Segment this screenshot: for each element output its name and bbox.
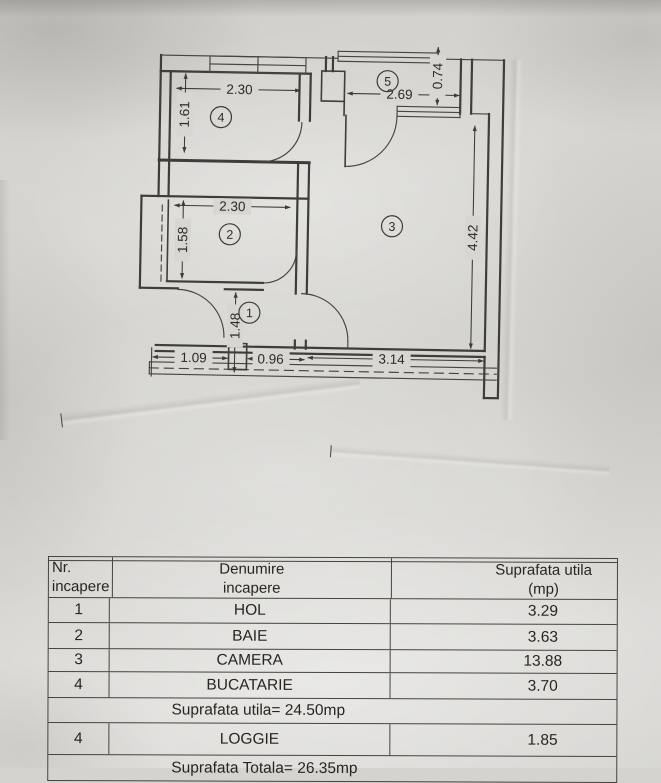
cell-nr: 4 bbox=[49, 672, 109, 697]
total-label: Suprafata Totala= 26.35mp bbox=[171, 759, 357, 778]
dim-hall-seg1: 1.09 bbox=[180, 350, 207, 365]
cell-area: 3.29 bbox=[390, 599, 617, 624]
table-row: 4 BUCATARIE 3.70 bbox=[49, 671, 617, 699]
door-leaf-loggia bbox=[345, 115, 346, 166]
dim-kitchen-depth: 1.61 bbox=[177, 101, 192, 128]
cell-name: CAMERA bbox=[108, 649, 389, 672]
window-kitchen bbox=[210, 56, 306, 74]
door-arc-camera bbox=[301, 294, 349, 342]
subtotal-row: Suprafata utila= 24.50mp bbox=[48, 697, 616, 724]
dim-bath-depth: 1.58 bbox=[175, 227, 190, 254]
dim-camera-width: 3.14 bbox=[378, 352, 405, 367]
table-row-loggie: 4 LOGGIE 1.85 bbox=[48, 722, 616, 756]
door-arc-bath bbox=[263, 250, 297, 284]
cell-area: 13.88 bbox=[390, 650, 617, 673]
cell-name: HOL bbox=[109, 598, 391, 623]
door-arcs bbox=[177, 112, 397, 349]
door-arc-loggia bbox=[345, 115, 397, 167]
cell-area: 1.85 bbox=[390, 724, 617, 756]
dim-camera-depth: 4.42 bbox=[465, 224, 480, 251]
cell-nr: 4 bbox=[48, 723, 108, 754]
dim-bath-width: 2.30 bbox=[219, 199, 246, 214]
cell-area: 3.63 bbox=[390, 624, 617, 650]
table-header-row: Nr. incapere Denumire incapere Suprafata… bbox=[49, 557, 617, 599]
room-label-loggie: 5 bbox=[384, 75, 391, 89]
cell-nr: 2 bbox=[49, 623, 109, 648]
table-row: 1 HOL 3.29 bbox=[49, 597, 617, 624]
dim-kitchen-width: 2.30 bbox=[226, 82, 253, 97]
shaft-dashed-line bbox=[161, 205, 162, 284]
cell-nr: 1 bbox=[49, 598, 109, 622]
room-label-bucatarie: 4 bbox=[217, 111, 224, 125]
table-row: 2 BAIE 3.63 bbox=[49, 622, 617, 650]
window-loggia-camera bbox=[397, 106, 460, 117]
dim-loggia-width: 2.69 bbox=[386, 87, 413, 102]
cell-name: BUCATARIE bbox=[108, 672, 390, 698]
door-arc-kitchen bbox=[261, 122, 302, 163]
room-label-hol: 1 bbox=[246, 306, 253, 320]
dim-hall-seg2: 0.96 bbox=[257, 351, 284, 366]
dim-hall-depth: 1.48 bbox=[227, 313, 242, 340]
header-nr-incapere: Nr. incapere bbox=[49, 557, 112, 597]
area-table: Nr. incapere Denumire incapere Suprafata… bbox=[47, 556, 618, 783]
header-suprafata-utila: Suprafata utila (mp) bbox=[391, 558, 617, 599]
room-label-camera: 3 bbox=[388, 220, 395, 234]
dim-loggia-depth: 0.74 bbox=[430, 62, 445, 89]
table-row: 3 CAMERA 13.88 bbox=[49, 648, 617, 673]
window-loggia-top bbox=[338, 51, 438, 63]
floor-plan-drawing: 2.30 1.61 2.69 0.74 4.42 2.30 1.58 1.48 … bbox=[0, 0, 661, 554]
cell-name: LOGGIE bbox=[108, 723, 390, 755]
header-denumire-incapere: Denumire incapere bbox=[111, 557, 391, 598]
room-label-baie: 2 bbox=[226, 228, 233, 242]
loggia-pilaster bbox=[321, 71, 345, 101]
cell-area: 3.70 bbox=[390, 673, 617, 699]
cell-name: BAIE bbox=[109, 623, 391, 649]
cell-nr: 3 bbox=[49, 649, 109, 671]
floor-plan-svg: 2.30 1.61 2.69 0.74 4.42 2.30 1.58 1.48 … bbox=[0, 0, 661, 554]
subtotal-label: Suprafata utila= 24.50mp bbox=[171, 701, 345, 720]
door-arc-entrance bbox=[177, 289, 225, 337]
